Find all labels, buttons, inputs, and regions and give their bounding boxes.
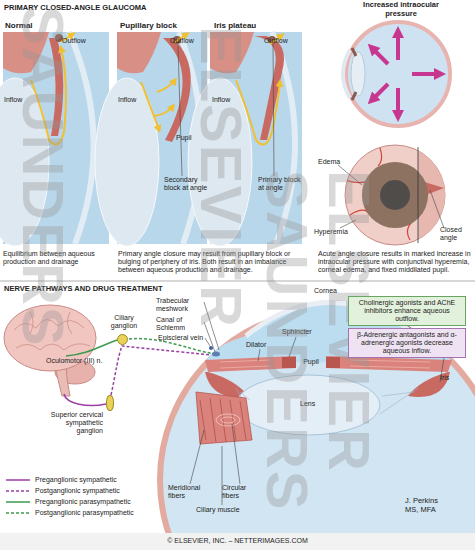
drug-box: β-Adrenergic antagonists and α-adrenergi… bbox=[348, 328, 466, 358]
canal-of-schlemm bbox=[212, 352, 220, 357]
iris bbox=[352, 48, 356, 100]
aqueous-flow-arrow bbox=[141, 82, 159, 130]
pressure-arrow bbox=[372, 48, 388, 64]
legend-text: Postganglionic parasympathetic bbox=[35, 509, 134, 516]
legend-line bbox=[6, 501, 30, 503]
leader-line bbox=[273, 44, 274, 176]
episcleral-vein bbox=[209, 346, 213, 350]
part-label: Meridional fibers bbox=[168, 484, 214, 500]
legend-line bbox=[6, 479, 30, 481]
part-label: Episcleral vein bbox=[158, 334, 206, 342]
drug-box: Cholinergic agonists and AChE inhibitors… bbox=[348, 296, 466, 326]
ganglion-label: Superior cervical sympathetic ganglion bbox=[41, 411, 103, 435]
circular-fibers bbox=[221, 417, 235, 423]
legend-line-sample bbox=[5, 509, 31, 517]
meridional-fibers bbox=[200, 398, 246, 442]
watermark: SAUNDERS bbox=[258, 170, 316, 512]
part-label: Ciliary muscle bbox=[196, 506, 248, 514]
circular-fibers bbox=[216, 414, 240, 426]
legend-entry: Preganglionic sympathetic bbox=[5, 474, 117, 485]
flow-label: Inflow bbox=[118, 96, 148, 104]
box-text: Cholinergic agonists and AChE inhibitors… bbox=[353, 299, 461, 323]
pressure-arrow bbox=[396, 88, 400, 116]
part-label: Circular fibers bbox=[222, 484, 262, 500]
leader-line bbox=[205, 338, 210, 346]
leader-line bbox=[178, 46, 182, 176]
legend-line-sample bbox=[5, 476, 31, 484]
legend-entry: Postganglionic parasympathetic bbox=[5, 507, 134, 518]
legend-entry: Postganglionic sympathetic bbox=[5, 485, 120, 496]
box-text: β-Adrenergic antagonists and α-adrenergi… bbox=[353, 331, 461, 355]
leader-line bbox=[190, 430, 204, 484]
part-label: Edema bbox=[318, 158, 346, 166]
legend: Preganglionic sympatheticPostganglionic … bbox=[5, 474, 145, 522]
copyright-bar bbox=[0, 533, 475, 550]
watermark: ELSEVIER bbox=[192, 26, 250, 329]
iris bbox=[163, 38, 191, 142]
panel-title: Increased intraocular pressure bbox=[356, 1, 446, 18]
lens bbox=[351, 52, 365, 96]
ganglion: Superior cervical sympathetic ganglion bbox=[106, 395, 114, 411]
pupillary-block-panel bbox=[95, 32, 207, 246]
legend-line-sample bbox=[5, 487, 31, 495]
nerve-label: Oculomotor (III) n. bbox=[46, 357, 110, 365]
ciliary-body bbox=[117, 32, 161, 73]
legend-text: Preganglionic parasympathetic bbox=[35, 498, 131, 505]
flow-label: Outflow bbox=[264, 37, 300, 45]
copyright: © ELSEVIER, INC. – NETTERIMAGES.COM bbox=[0, 537, 475, 545]
leader-line bbox=[232, 424, 240, 484]
ciliary-muscle bbox=[196, 392, 252, 444]
legend-line bbox=[6, 490, 30, 492]
ganglion-label: Ciliary ganglion bbox=[104, 314, 144, 330]
eye-cross-section bbox=[160, 302, 475, 550]
lens bbox=[95, 78, 159, 246]
legend-text: Postganglionic sympathetic bbox=[35, 487, 120, 494]
leader-line bbox=[430, 190, 444, 228]
part-label: Iris bbox=[440, 374, 465, 382]
pressure-arrow bbox=[412, 72, 440, 76]
pressure-arrow bbox=[157, 80, 175, 92]
watermark: SAUNDERS bbox=[14, 6, 72, 348]
sclera bbox=[346, 22, 450, 126]
artist-credit: J. Perkins MS, MFA bbox=[405, 497, 447, 514]
pressure-arrow bbox=[372, 84, 388, 100]
preganglionic-sympathetic-nerve bbox=[64, 394, 106, 406]
cornea bbox=[69, 32, 94, 244]
legend-line-sample bbox=[5, 498, 31, 506]
pressure-arrow bbox=[396, 32, 400, 60]
legend-line bbox=[6, 512, 30, 514]
eye-globe bbox=[343, 22, 450, 126]
pressure-arrow bbox=[155, 106, 173, 116]
section-line bbox=[418, 147, 419, 243]
ganglion: Ciliary ganglion bbox=[117, 334, 128, 345]
cornea bbox=[343, 50, 350, 98]
legend-entry: Preganglionic parasympathetic bbox=[5, 496, 131, 507]
legend-text: Preganglionic sympathetic bbox=[35, 476, 117, 483]
preganglionic-parasympathetic-nerve bbox=[66, 340, 117, 356]
part-label: Closed angle bbox=[440, 226, 474, 242]
